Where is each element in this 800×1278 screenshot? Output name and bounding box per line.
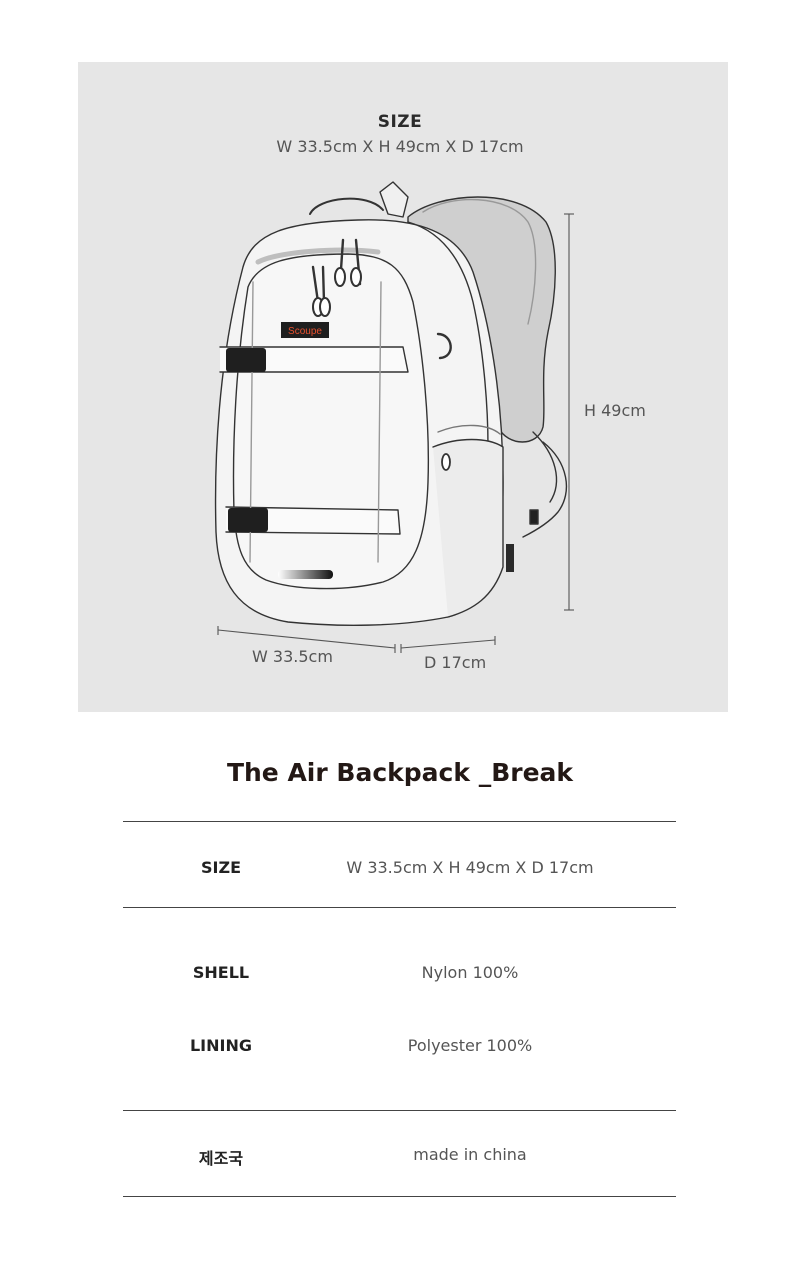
spec-label-shell: SHELL xyxy=(192,963,250,982)
buckle-lower-icon xyxy=(228,508,268,532)
side-tag xyxy=(506,544,514,572)
spec-value-lining: Polyester 100% xyxy=(407,1036,533,1055)
width-dimension-label: W 33.5cm xyxy=(252,647,333,666)
size-title: SIZE xyxy=(377,112,423,132)
spec-divider xyxy=(123,907,676,908)
spec-table-bottom-divider xyxy=(123,1196,676,1197)
brand-tag-label: Scoupe xyxy=(288,326,322,337)
spec-table-top-divider xyxy=(123,821,676,822)
spec-value-origin: made in china xyxy=(413,1145,527,1164)
depth-dimension-label: D 17cm xyxy=(424,653,487,672)
size-dimensions: W 33.5cm X H 49cm X D 17cm xyxy=(276,137,524,156)
buckle-upper-icon xyxy=(226,348,266,372)
spec-divider xyxy=(123,1110,676,1111)
spec-value-size: W 33.5cm X H 49cm X D 17cm xyxy=(346,858,594,877)
spec-label-lining: LINING xyxy=(189,1036,252,1055)
height-dimension-label: H 49cm xyxy=(584,401,646,420)
spec-value-shell: Nylon 100% xyxy=(421,963,519,982)
spec-label-origin: 제조국 xyxy=(198,1149,244,1168)
product-title: The Air Backpack _Break xyxy=(226,758,574,787)
spec-label-size: SIZE xyxy=(200,858,241,877)
brand-tag xyxy=(281,322,329,338)
reflective-strip xyxy=(278,570,333,579)
backpack-illustration: Scoupe xyxy=(214,181,574,653)
